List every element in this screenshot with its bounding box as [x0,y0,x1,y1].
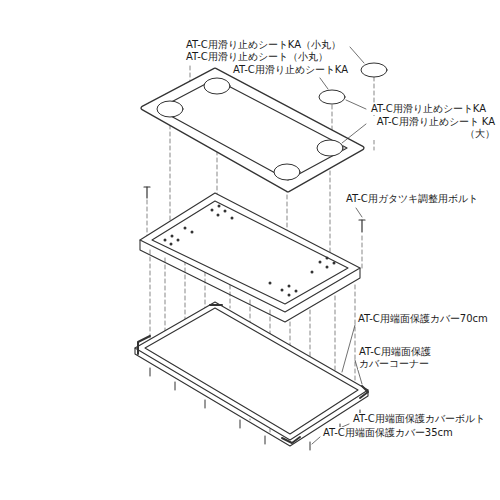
part-label: AT-C用端面保護カバーボルト [352,413,486,425]
part-label: AT-C用滑り止めシートKA [232,64,349,76]
part-label: AT-C用端面保護カバー70cm [357,313,489,325]
leader-lines [312,47,366,444]
part-label: AT-C用滑り止めシートKA（小丸） [185,39,342,51]
part-label: AT-C用滑り止めシートKA [370,103,487,115]
part-label: AT-C用端面保護カバー35cm [322,427,454,439]
part-label: AT-C用ガタツキ調整用ボルト [345,193,479,205]
part-label: AT-C用端面保護 カバーコーナー [358,346,460,370]
middle-plate [140,193,360,322]
anti-slip-sheets [157,63,387,180]
frame-corners [138,305,368,443]
leveling-bolts [144,187,365,232]
part-label: AT-C用滑り止めシート（小丸） [185,51,329,63]
part-label: AT-C用滑り止めシート KA（大） [368,116,496,140]
top-plate [143,70,362,190]
edge-cover-frame [135,302,368,446]
hole-clusters [164,205,336,297]
